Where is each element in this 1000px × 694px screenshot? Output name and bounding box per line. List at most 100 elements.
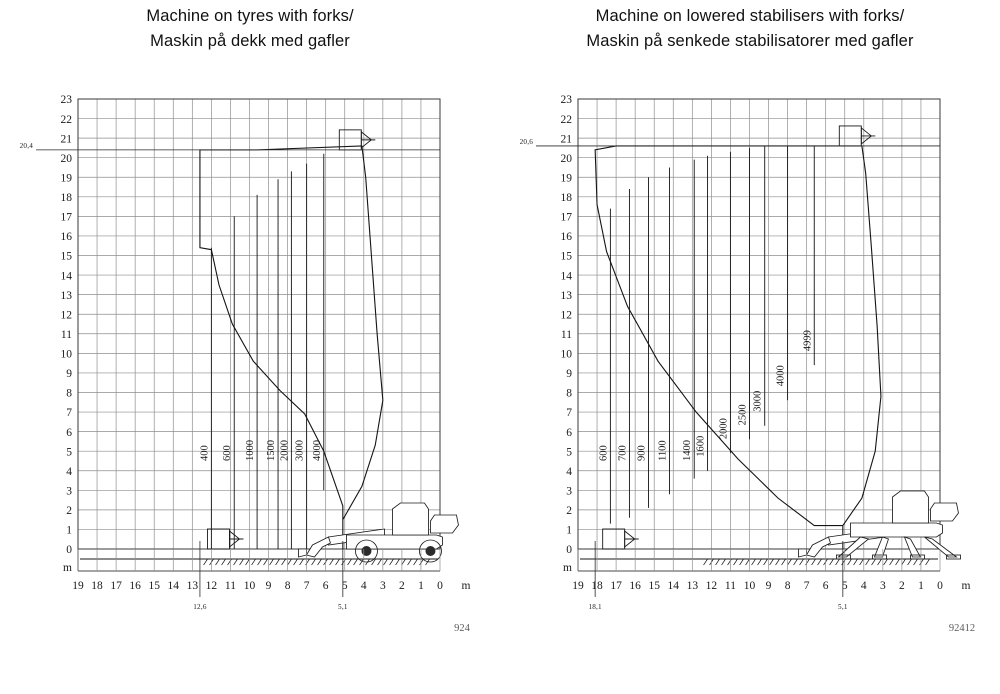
ground-hatch	[269, 558, 274, 566]
y-tick-20: 20	[561, 153, 573, 165]
machine-wheel-0	[355, 539, 378, 563]
y-tick-20: 20	[61, 153, 73, 165]
x-tick-9: 9	[766, 580, 772, 592]
iso-load-label-900: 900	[636, 445, 647, 461]
y-tick-13: 13	[561, 290, 573, 302]
ground-hatch	[239, 558, 244, 566]
x-tick-3: 3	[880, 580, 886, 592]
ground-hatch	[329, 558, 334, 566]
y-tick-17: 17	[561, 212, 573, 224]
y-tick-22: 22	[61, 114, 73, 126]
ground-hatch	[377, 558, 382, 566]
x-tick-3: 3	[380, 580, 386, 592]
axis-layer: 23222120191817161514131211109876543210m1…	[61, 94, 471, 592]
iso-load-label-1400: 1400	[682, 440, 693, 461]
panel-stabilisers: Machine on lowered stabilisers with fork…	[500, 0, 1000, 694]
machine-stabiliser-pad-1	[872, 554, 887, 560]
fork-load-box-ground	[207, 528, 230, 550]
x-tick-18: 18	[91, 580, 103, 592]
x-tick-10: 10	[244, 580, 256, 592]
y-tick-21: 21	[561, 133, 573, 145]
x-tick-16: 16	[129, 580, 141, 592]
y-annotation-label: 20,4	[20, 142, 34, 150]
machine-engine-hood	[430, 514, 459, 534]
ground-hatch	[251, 558, 256, 566]
machine-stabiliser-pad-0	[836, 554, 851, 560]
ground-hatch	[871, 558, 876, 566]
y-tick-15: 15	[561, 251, 573, 263]
iso-load-label-600: 600	[598, 445, 609, 461]
ground-hatch	[221, 558, 226, 566]
iso-load-label-600: 600	[222, 445, 233, 461]
y-tick-16: 16	[61, 231, 73, 243]
ground-hatch	[835, 558, 840, 566]
y-annotation-label: 20,6	[520, 138, 534, 146]
machine-fork-tilt	[298, 548, 307, 558]
y-tick-7: 7	[566, 407, 572, 419]
ground-hatch	[257, 558, 262, 566]
y-tick-4: 4	[66, 466, 72, 478]
title-line-2: Maskin på senkede stabilisatorer med gaf…	[586, 32, 914, 50]
x-tick-6: 6	[323, 580, 329, 592]
fork-load-box-ground	[602, 528, 626, 550]
ground-hatch	[215, 558, 220, 566]
ground-hatch	[877, 558, 882, 566]
ground-hatch	[811, 558, 816, 566]
y-tick-13: 13	[61, 290, 73, 302]
iso-load-label-1100: 1100	[657, 440, 668, 461]
y-tick-23: 23	[61, 94, 73, 106]
x-tick-5: 5	[342, 580, 348, 592]
fork-load-box-top	[838, 125, 862, 147]
telehandler-on-stabilisers	[798, 490, 961, 560]
ground-hatch	[317, 558, 322, 566]
x-marker-label-12,6: 12,6	[193, 603, 207, 611]
machine-chassis	[346, 534, 443, 550]
machine-boom-head	[305, 536, 331, 558]
ground-hatch	[413, 558, 418, 566]
y-tick-18: 18	[561, 192, 573, 204]
machine-wheel-1	[419, 539, 442, 563]
x-tick-9: 9	[266, 580, 272, 592]
y-tick-11: 11	[61, 329, 72, 341]
y-tick-14: 14	[561, 270, 573, 282]
figure-number: 92412	[949, 623, 975, 634]
y-tick-0: 0	[566, 544, 572, 556]
ground-hatch	[263, 558, 268, 566]
y-tick-22: 22	[561, 114, 573, 126]
title-line-2: Maskin på dekk med gafler	[150, 32, 350, 50]
y-tick-9: 9	[566, 368, 572, 380]
ground-hatch	[383, 558, 388, 566]
grid-layer	[577, 98, 941, 550]
panel-title-tyres: Machine on tyres with forks/ Maskin på d…	[0, 4, 500, 54]
x-tick-11: 11	[225, 580, 236, 592]
ground-hatch	[203, 558, 208, 566]
y-tick-19: 19	[561, 172, 573, 184]
x-axis-unit: m	[962, 580, 971, 592]
x-tick-17: 17	[110, 580, 122, 592]
y-tick-1: 1	[566, 525, 572, 537]
iso-load-label-1500: 1500	[266, 440, 277, 461]
ground-hatch	[913, 558, 918, 566]
y-tick-5: 5	[66, 446, 72, 458]
y-tick-14: 14	[61, 270, 73, 282]
machine-engine-hood	[930, 502, 959, 522]
y-tick-21: 21	[61, 133, 73, 145]
ground-hatch	[311, 558, 316, 566]
y-tick-2: 2	[566, 505, 572, 517]
fork-carriage-ground	[229, 530, 244, 548]
ground-hatch	[335, 558, 340, 566]
ground-hatch	[805, 558, 810, 566]
plot-frame	[577, 98, 941, 550]
ground-hatch	[853, 558, 858, 566]
title-line-1: Machine on tyres with forks/	[146, 7, 354, 25]
figure-number: 924	[454, 623, 471, 634]
x-tick-15: 15	[148, 580, 160, 592]
y-tick-0: 0	[66, 544, 72, 556]
y-tick-9: 9	[66, 368, 72, 380]
iso-load-label-400: 400	[199, 445, 210, 461]
machine-boom-head	[805, 536, 831, 558]
ground-hatch	[769, 558, 774, 566]
